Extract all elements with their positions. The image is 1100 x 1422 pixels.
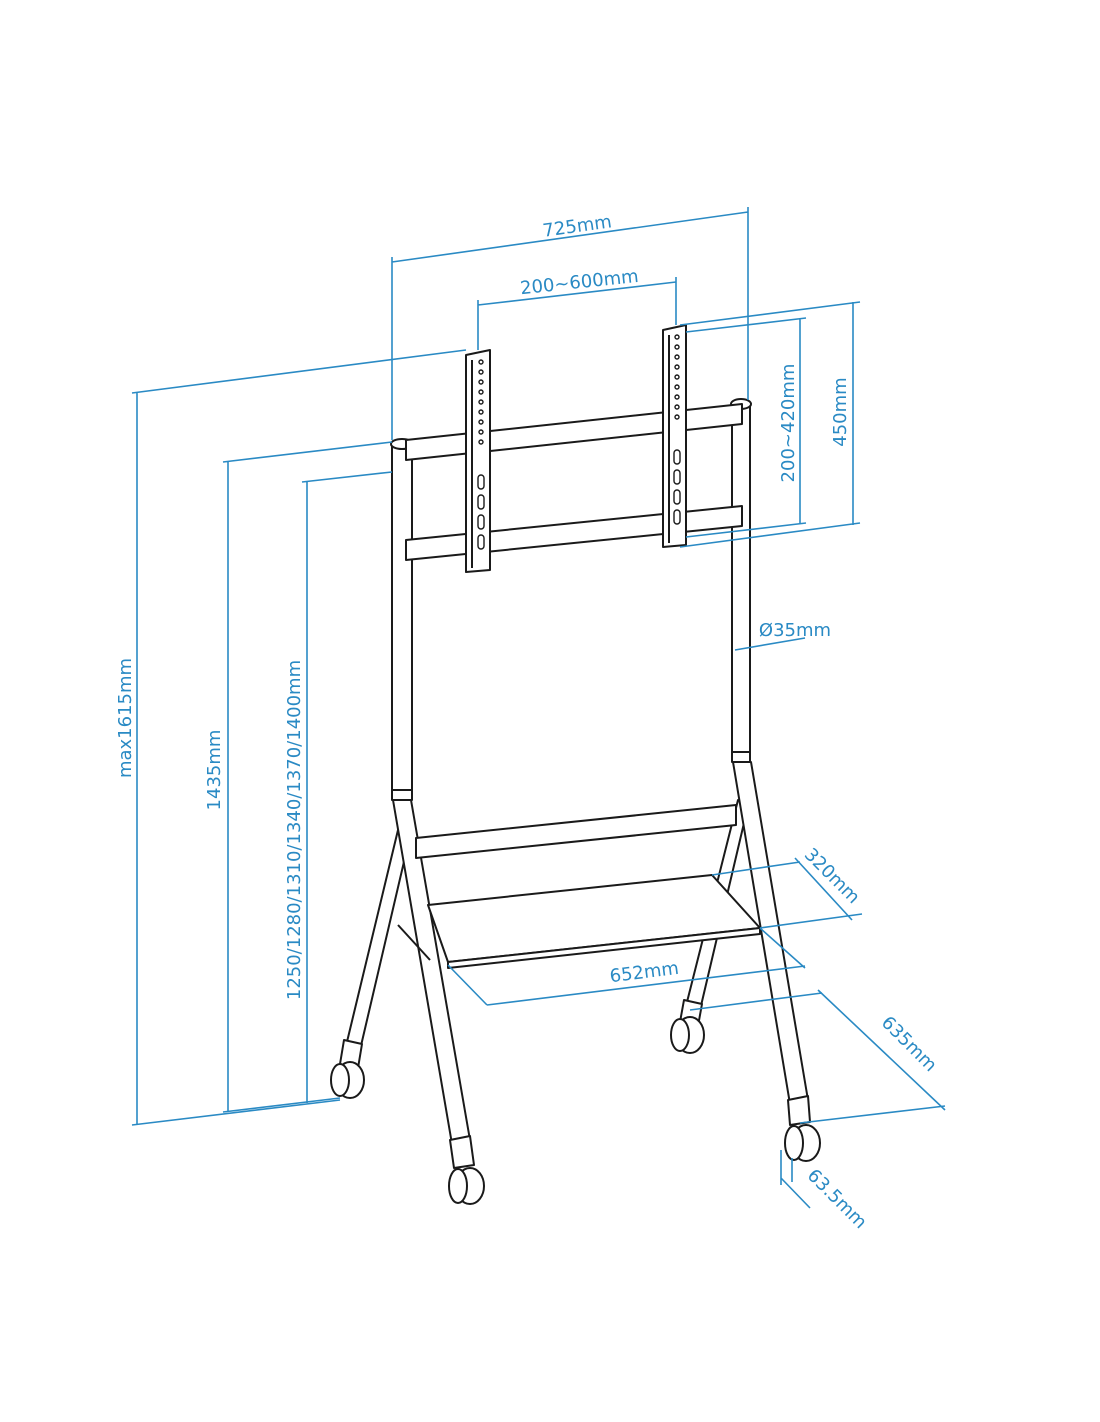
back-casters — [330, 1016, 705, 1099]
vesa-vertical-label: 200~420mm — [778, 364, 799, 483]
tube-diameter-label: Ø35mm — [759, 620, 831, 641]
dimension-lines — [131, 207, 946, 1209]
right-post — [730, 398, 811, 1126]
post-height-label: 1435mm — [204, 730, 225, 811]
max-height-label: max1615mm — [115, 658, 136, 778]
front-casters — [448, 1124, 821, 1205]
overall-width-label: 725mm — [541, 211, 613, 241]
center-heights-label: 1250/1280/1310/1340/1370/1400mm — [284, 660, 305, 1000]
upper-crossbar — [405, 403, 743, 461]
vesa-horizontal-label: 200~600mm — [519, 266, 639, 299]
lower-crossbar — [405, 505, 743, 561]
left-mounting-bracket — [465, 349, 491, 573]
bracket-height-label: 450mm — [830, 377, 851, 446]
caster-size-label: 63.5mm — [803, 1165, 871, 1233]
back-left-leg — [339, 829, 411, 1069]
base-depth-label: 635mm — [877, 1012, 941, 1076]
upper-shelf-bar — [415, 804, 737, 859]
right-mounting-bracket — [662, 324, 687, 548]
